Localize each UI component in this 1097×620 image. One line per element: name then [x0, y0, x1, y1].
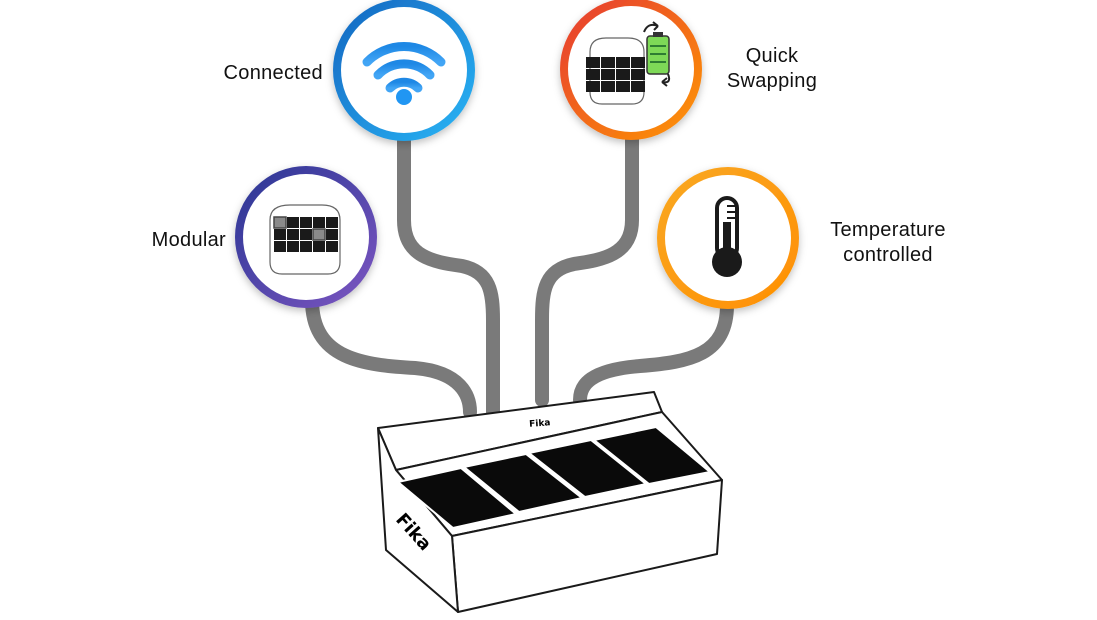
- quick-swapping-label-line2: Swapping: [727, 70, 817, 92]
- battery-panel: [397, 467, 517, 529]
- modular-label: Modular: [152, 229, 226, 251]
- temperature-label-line2: controlled: [843, 244, 933, 266]
- connected-label: Connected: [224, 62, 323, 84]
- battery-swap-icon: [586, 21, 671, 105]
- wifi-icon: [362, 42, 446, 105]
- feature-temperature-controlled: Temperature controlled: [657, 167, 946, 309]
- quick-swapping-label-line1: Quick: [746, 45, 799, 67]
- thermometer-icon: [712, 196, 742, 277]
- cable-connected: [397, 133, 500, 419]
- battery-panel: [593, 426, 711, 485]
- connector-cables: [305, 133, 734, 419]
- cable-modular: [305, 293, 477, 419]
- cable-quick-swapping: [535, 133, 639, 407]
- box-side: [377, 427, 459, 613]
- feature-modular: Modular: [152, 166, 377, 308]
- lid-brand-logo: Fika: [529, 418, 551, 429]
- cable-temperature: [573, 298, 734, 407]
- modular-panel-icon: [269, 204, 341, 275]
- battery-box: Fika Fika: [377, 391, 723, 613]
- battery-panel: [528, 439, 647, 498]
- feature-quick-swapping: Quick Swapping: [560, 0, 817, 140]
- battery-panels: [397, 426, 711, 529]
- battery-panel: [463, 453, 583, 513]
- temperature-label-line1: Temperature: [830, 219, 946, 241]
- feature-connected: Connected: [224, 0, 475, 141]
